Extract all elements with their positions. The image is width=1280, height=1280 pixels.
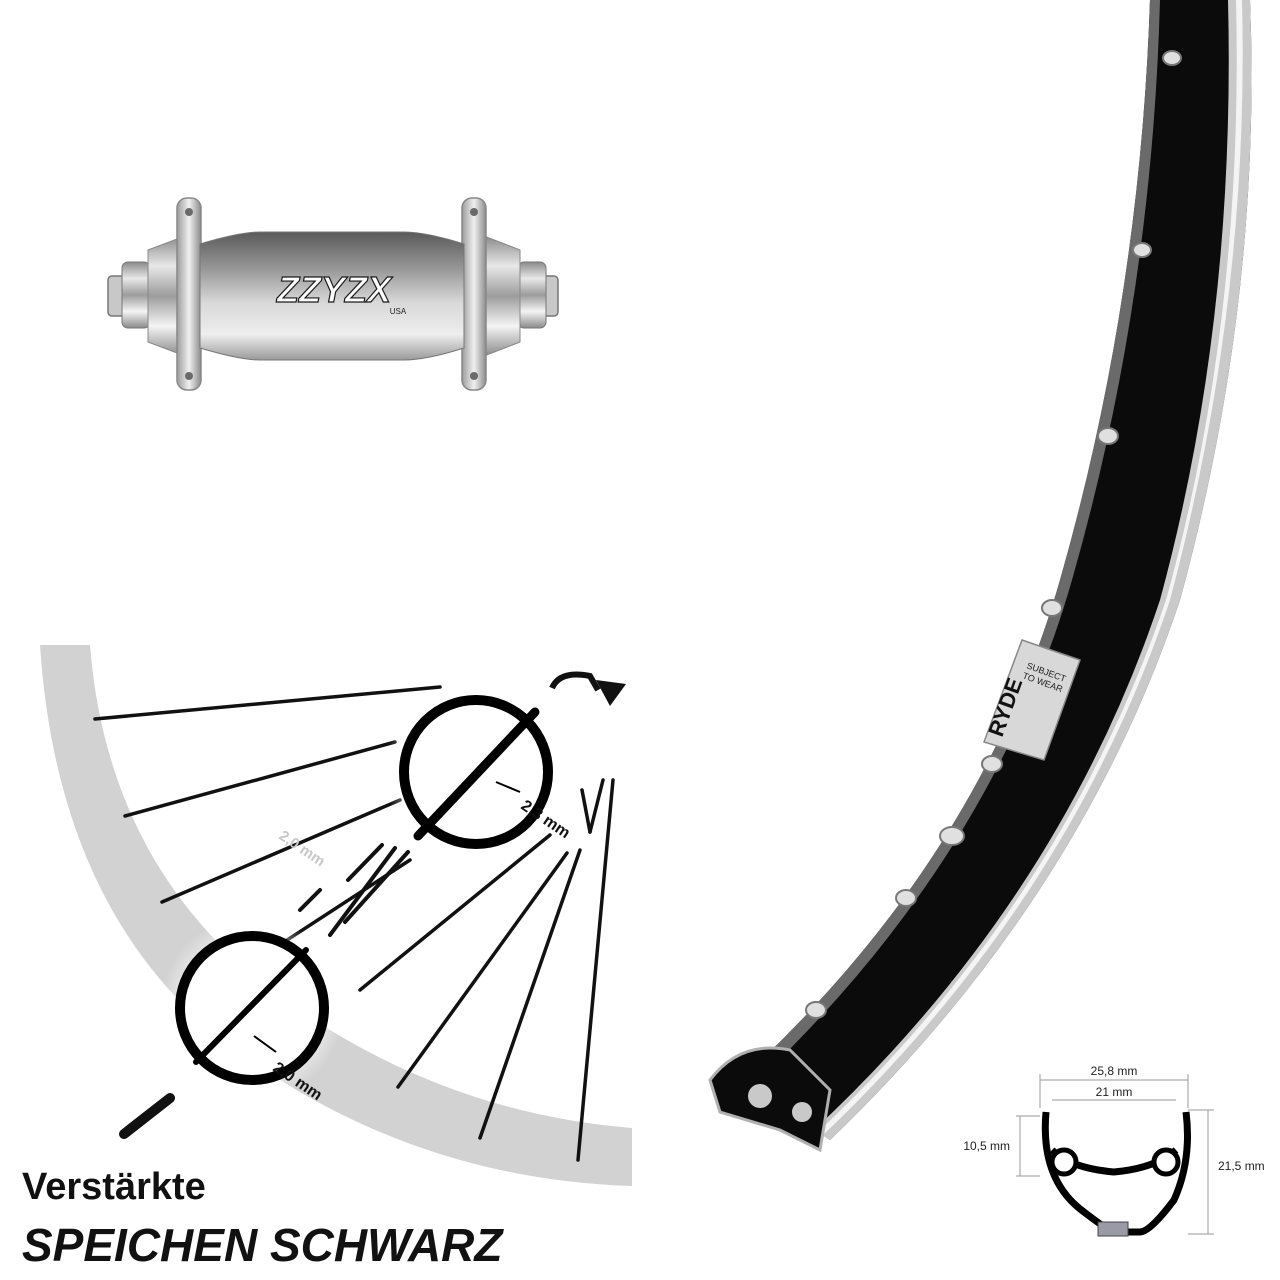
rim-image	[708, 0, 1252, 1153]
threaded-spoke-end	[119, 1093, 175, 1139]
rim-guide-arc	[40, 645, 632, 1186]
profile-total-height: 21,5 mm	[1218, 1159, 1265, 1173]
profile-bed-height: 10,5 mm	[963, 1139, 1010, 1153]
caption-line-2: SPEICHEN SCHWARZ	[22, 1219, 503, 1271]
hub-brand-logo: ZZYZX	[276, 269, 393, 310]
hub-image	[107, 197, 559, 391]
hub-origin-label: USA	[390, 307, 407, 316]
spoke-lines	[93, 685, 615, 1162]
caption-line-1: Verstärkte	[22, 1166, 206, 1208]
profile-inner-width: 21 mm	[1096, 1085, 1133, 1099]
magnifier-thick-spoke	[384, 680, 568, 864]
profile-outer-width: 25,8 mm	[1091, 1064, 1138, 1078]
magnifier-butted-spoke	[160, 916, 344, 1100]
spoke-dashes	[298, 843, 410, 937]
spoke-nipple-icon	[549, 671, 626, 706]
rim-profile-diagram	[1016, 1074, 1214, 1237]
